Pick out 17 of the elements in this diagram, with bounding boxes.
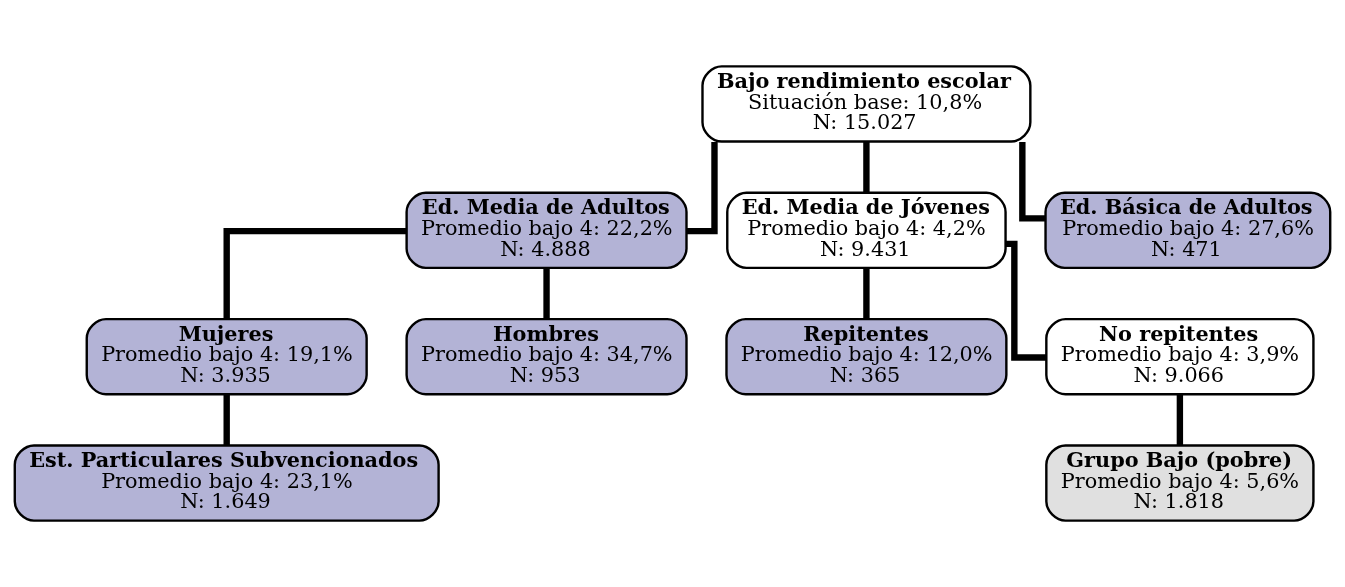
connector	[223, 394, 230, 446]
node-box: Grupo Bajo (pobre) Promedio bajo 4: 5,6% N: 1.818	[1045, 444, 1315, 522]
connector	[223, 227, 407, 319]
connector	[1176, 394, 1184, 446]
node-box: Ed. Media de Jóvenes Promedio bajo 4: 4,2% N: 9.431	[726, 191, 1007, 270]
connector	[863, 141, 870, 193]
connector	[543, 268, 550, 319]
node-box: Ed. Media de Adultos Promedio bajo 4: 22,2% N: 4.888	[405, 191, 688, 270]
node-box: No repitentes Promedio bajo 4: 3,9% N: 9.066	[1045, 317, 1315, 396]
node-box: Hombres Promedio bajo 4: 34,7% N: 953	[405, 317, 688, 396]
node-box: Repitentes Promedio bajo 4: 12,0% N: 365	[725, 317, 1008, 396]
node-box: Bajo rendimiento escolar Situación base: 10,8% N: 15.027	[701, 65, 1032, 143]
node-box: Ed. Básica de Adultos Promedio bajo 4: 27,6% N: 471	[1044, 191, 1332, 270]
connector	[863, 268, 870, 319]
node-box: Est. Particulares Subvencionados Promedio bajo 4: 23,1% N: 1.649	[13, 444, 440, 522]
node-box: Mujeres Promedio bajo 4: 19,1% N: 3.935	[85, 317, 368, 396]
connector	[1019, 142, 1046, 222]
